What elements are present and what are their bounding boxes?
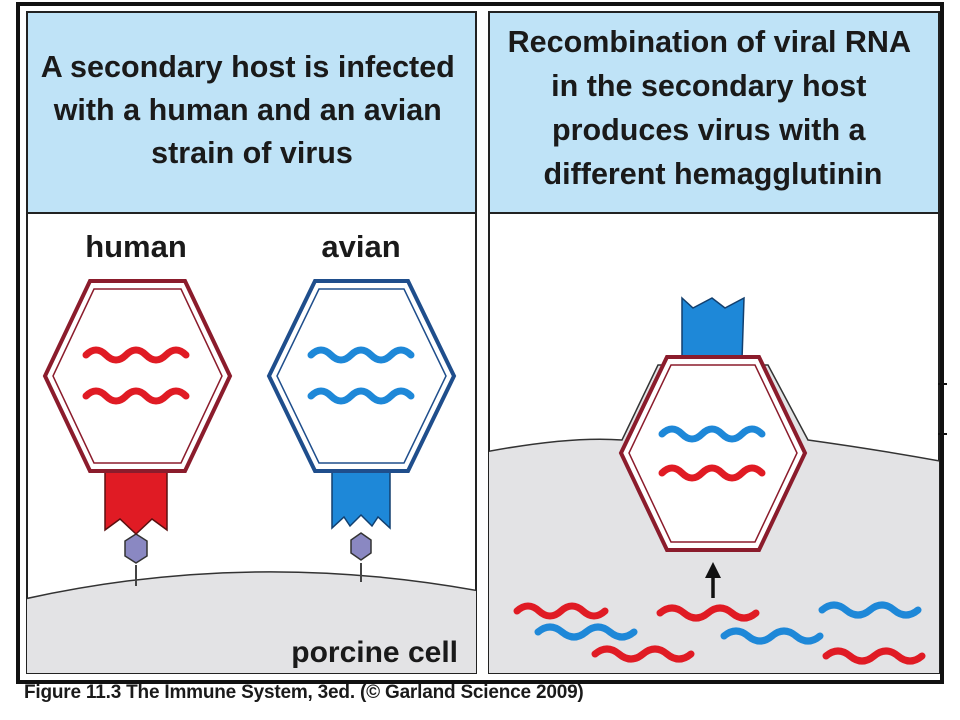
porcine-cell-label: porcine cell [291, 636, 458, 669]
avian-receptor [350, 532, 372, 561]
virus-avian-label: avian [321, 229, 400, 264]
avian-hemagglutinin [331, 469, 391, 530]
human-rna-2 [82, 387, 190, 405]
virus-human [42, 279, 233, 586]
human-capsid [42, 279, 233, 473]
virus-human-label: human [85, 229, 187, 264]
recombinant-rna-human [658, 464, 766, 482]
human-receptor [124, 533, 148, 564]
free-rna-segments [513, 601, 926, 665]
porcine-cell [27, 571, 476, 673]
panel-left-header [26, 11, 477, 214]
recombinant-rna-avian [658, 425, 766, 443]
panel-right-title: Recombination of viral RNA in the second… [508, 25, 919, 191]
avian-capsid [266, 279, 457, 473]
virus-avian [266, 279, 457, 582]
panel-left-title: A secondary host is infected with a huma… [41, 50, 464, 170]
panel-right-header [488, 11, 940, 214]
human-hemagglutinin [104, 469, 168, 536]
avian-rna-2 [307, 387, 415, 405]
recombinant-capsid [618, 355, 808, 552]
avian-rna-1 [307, 346, 415, 364]
virus-recombinant [618, 296, 808, 552]
figure-caption: Figure 11.3 The Immune System, 3ed. (© G… [24, 682, 584, 703]
panel-right: Recombination of viral RNA in the second… [488, 11, 940, 674]
recombinant-hemagglutinin [681, 296, 745, 361]
human-rna-1 [82, 346, 190, 364]
panel-left: A secondary host is infected with a huma… [26, 11, 477, 674]
